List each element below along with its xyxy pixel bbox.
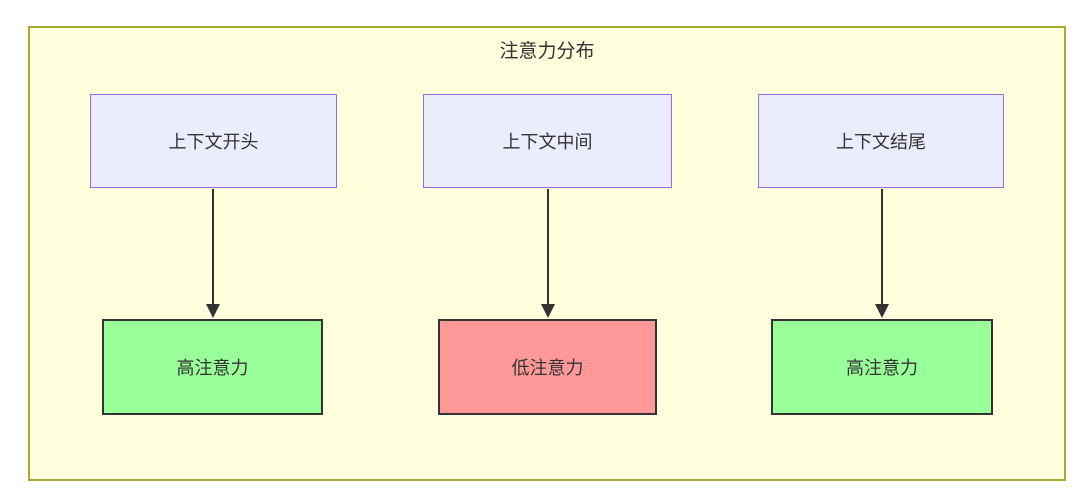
node-label: 高注意力 bbox=[176, 358, 249, 378]
node-label: 低注意力 bbox=[511, 358, 584, 378]
node-low-attention: 低注意力 bbox=[438, 319, 657, 415]
node-high-attention-right: 高注意力 bbox=[771, 319, 993, 415]
node-label: 高注意力 bbox=[846, 358, 918, 378]
node-context-beginning: 上下文开头 bbox=[90, 94, 337, 188]
diagram-title: 注意力分布 bbox=[499, 41, 595, 62]
node-label: 上下文中间 bbox=[502, 132, 593, 152]
node-context-end: 上下文结尾 bbox=[758, 94, 1004, 188]
node-high-attention-left: 高注意力 bbox=[102, 319, 323, 415]
node-label: 上下文结尾 bbox=[836, 132, 926, 152]
node-label: 上下文开头 bbox=[168, 132, 259, 152]
node-context-middle: 上下文中间 bbox=[423, 94, 672, 188]
